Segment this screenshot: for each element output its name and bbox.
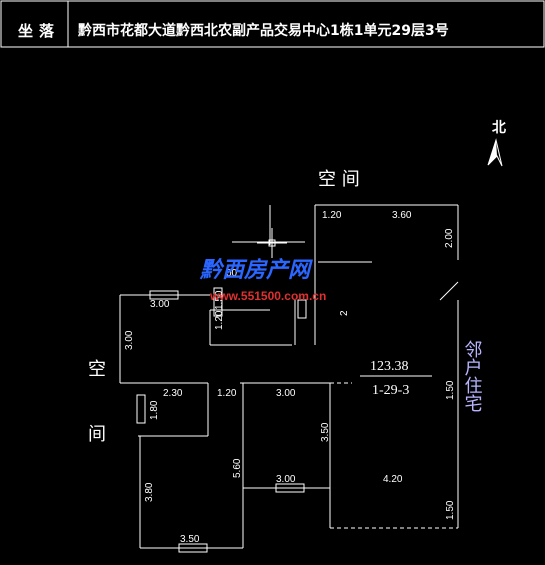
window-icons [136,287,307,553]
dim-top-120: 1.20 [322,210,342,221]
dashed-boundary [330,382,458,529]
dim-h-300: 3.00 [276,388,296,399]
neighbor-label: 邻户住宅 [462,340,483,412]
dim-b-350: 3.50 [180,534,200,545]
dim-c-350: 3.50 [320,422,331,442]
area-value: 123.38 [370,359,409,374]
dim-c-300: 3.00 [276,474,296,485]
dim-top-360: 3.60 [392,210,412,221]
space-label-left-1: 空 [88,359,106,380]
dim-c-560: 5.60 [232,458,243,478]
watermark-brand: 黔西房产网 [199,257,313,283]
north-label: 北 [492,120,506,136]
dim-mid-120: 1.20 [214,310,225,330]
dim-b-380: 3.80 [144,482,155,502]
header-frame [0,0,545,48]
space-label-top: 空 间 [318,169,360,190]
header-label: 坐落 [18,22,61,40]
dim-c-420: 4.20 [383,474,403,485]
dim-left-300: 3.00 [124,330,135,350]
dim-h-230: 2.30 [163,388,183,399]
dim-h-120: 1.20 [217,388,237,399]
header-table: 坐落 黔西市花都大道黔西北农副产品交易中心1栋1单元29层3号 [0,0,545,48]
dim-mid-00: 00 [226,268,238,279]
dim-right-200: 2.00 [444,228,455,248]
walls [119,204,459,549]
dim-mid-2: 2 [339,310,350,316]
header-address: 黔西市花都大道黔西北农副产品交易中心1栋1单元29层3号 [78,23,449,39]
unit-code: 1-29-3 [372,383,409,398]
dim-r-150: 1.50 [445,500,456,520]
watermark-url: www.551500.com.cn [209,289,326,303]
dim-mid-150: 1.50 [214,290,225,310]
north-arrow-icon [487,138,503,167]
crosshair-icon [257,228,287,258]
space-label-left-2: 间 [88,424,106,445]
dim-win-180: 1.80 [149,400,160,420]
dim-right-150: 1.50 [445,380,456,400]
dim-balc-300: 3.00 [150,299,170,310]
